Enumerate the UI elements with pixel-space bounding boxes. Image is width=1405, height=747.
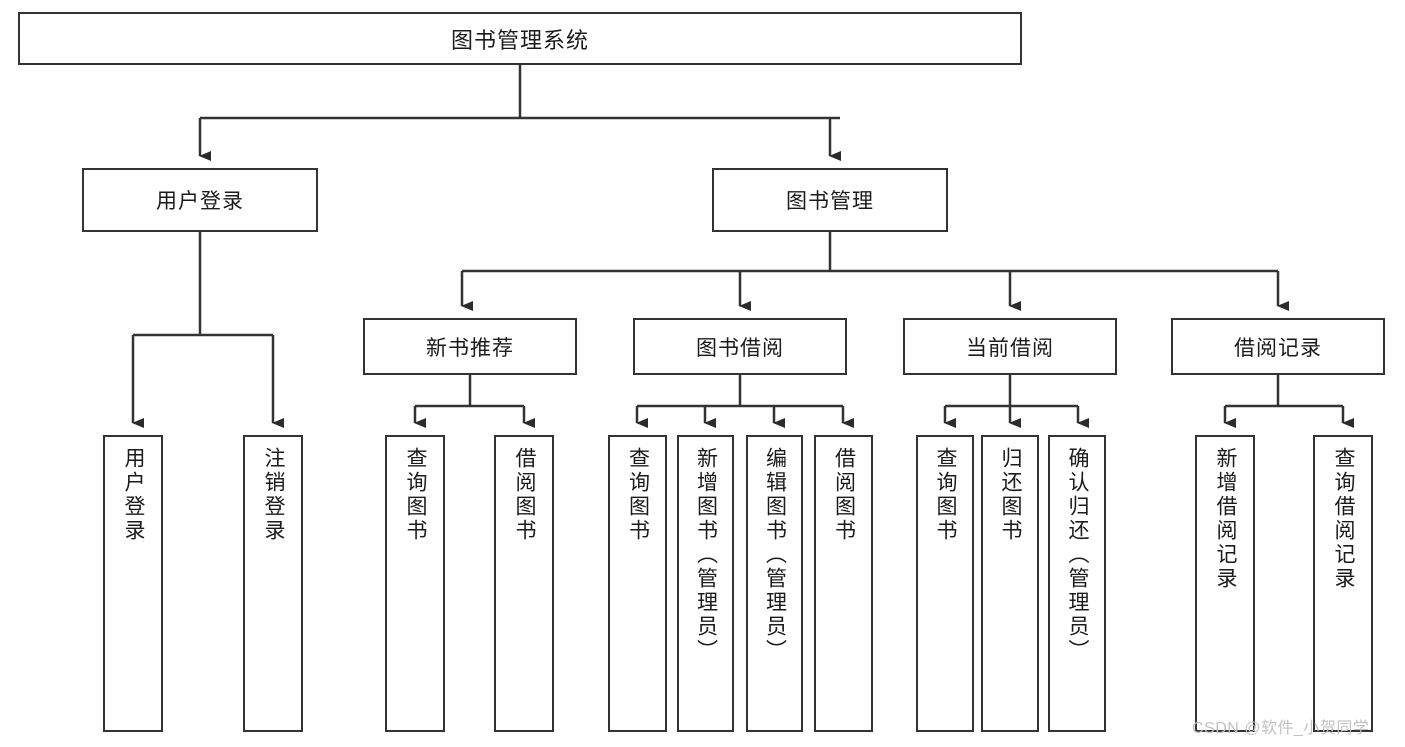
leaf-user-login[interactable]: 用户登录 bbox=[103, 435, 163, 732]
node-label: 借阅记录 bbox=[1234, 336, 1322, 360]
leaf-recommend-borrow-book[interactable]: 借阅图书 bbox=[494, 435, 554, 732]
node-label: 新增借阅记录 bbox=[1214, 447, 1238, 591]
node-label: 借阅图书 bbox=[513, 447, 537, 543]
leaf-current-return-book[interactable]: 归还图书 bbox=[981, 435, 1039, 732]
leaf-current-query-book[interactable]: 查询图书 bbox=[916, 435, 974, 732]
leaf-borrow-query-book[interactable]: 查询图书 bbox=[608, 435, 667, 732]
node-user-login[interactable]: 用户登录 bbox=[82, 168, 318, 232]
leaf-record-add-record[interactable]: 新增借阅记录 bbox=[1195, 435, 1255, 732]
node-label: 用户登录 bbox=[156, 190, 244, 213]
leaf-user-logout[interactable]: 注销登录 bbox=[243, 435, 303, 732]
node-label: 当前借阅 bbox=[966, 336, 1054, 360]
leaf-borrow-edit-book-admin[interactable]: 编辑图书（管理员） bbox=[746, 435, 803, 732]
watermark: CSDN @软件_小贺同学 bbox=[1192, 720, 1370, 737]
node-label: 新增图书（管理员） bbox=[694, 447, 718, 663]
node-current-borrow[interactable]: 当前借阅 bbox=[903, 318, 1117, 375]
node-label: 图书管理 bbox=[786, 190, 874, 213]
node-label: 查询图书 bbox=[404, 447, 428, 543]
node-label: 编辑图书（管理员） bbox=[763, 447, 787, 663]
leaf-record-query-record[interactable]: 查询借阅记录 bbox=[1313, 435, 1373, 732]
node-label: 图书借阅 bbox=[696, 336, 784, 360]
node-label: 查询图书 bbox=[934, 447, 958, 543]
node-label: 确认归还（管理员） bbox=[1066, 447, 1090, 663]
node-root-system[interactable]: 图书管理系统 bbox=[18, 12, 1022, 65]
node-book-management[interactable]: 图书管理 bbox=[712, 168, 948, 232]
leaf-borrow-add-book-admin[interactable]: 新增图书（管理员） bbox=[677, 435, 734, 732]
node-label: 新书推荐 bbox=[426, 336, 514, 360]
node-new-book-recommend[interactable]: 新书推荐 bbox=[363, 318, 577, 375]
node-label: 用户登录 bbox=[122, 447, 146, 543]
node-book-borrow[interactable]: 图书借阅 bbox=[633, 318, 847, 375]
node-label: 归还图书 bbox=[999, 447, 1023, 543]
leaf-current-confirm-return-admin[interactable]: 确认归还（管理员） bbox=[1048, 435, 1106, 732]
node-label: 注销登录 bbox=[262, 447, 286, 543]
node-borrow-record[interactable]: 借阅记录 bbox=[1171, 318, 1385, 375]
node-label: 图书管理系统 bbox=[450, 27, 589, 53]
node-label: 查询图书 bbox=[626, 447, 650, 543]
node-label: 查询借阅记录 bbox=[1332, 447, 1356, 591]
node-label: 借阅图书 bbox=[832, 447, 856, 543]
leaf-borrow-borrow-book[interactable]: 借阅图书 bbox=[814, 435, 873, 732]
leaf-recommend-query-book[interactable]: 查询图书 bbox=[385, 435, 445, 732]
